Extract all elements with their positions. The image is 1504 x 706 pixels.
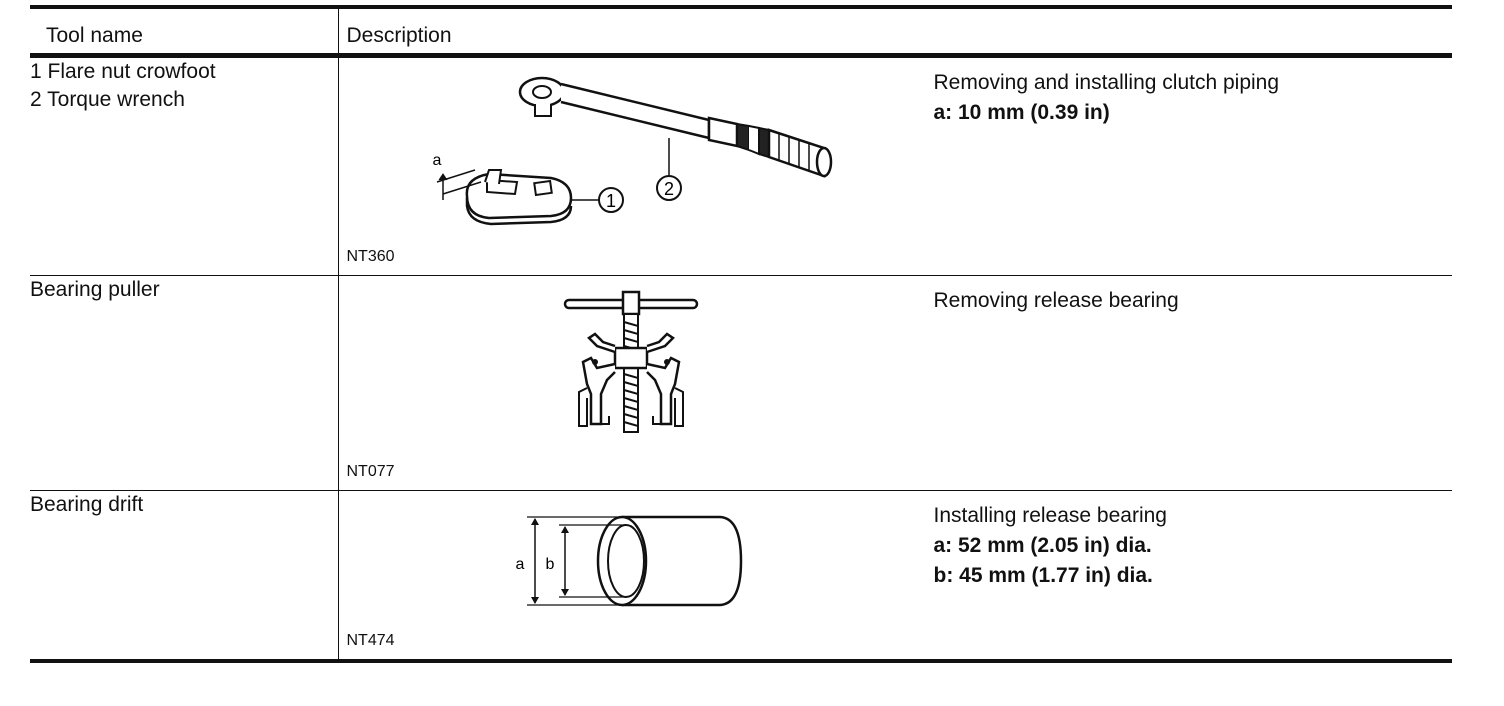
tool-name: 2 Torque wrench: [30, 87, 185, 111]
dim-b-label: b: [545, 556, 554, 573]
tool-purpose: Installing release bearing a: 52 mm (2.0…: [934, 501, 1167, 591]
description-cell: NT077 Removing release bearing: [337, 275, 1452, 491]
wrench-ring-gap: [748, 124, 760, 155]
purpose-text: Installing release bearing: [933, 503, 1167, 527]
header-tool-name: Tool name: [30, 5, 338, 58]
puller-right-jaw-outer: [673, 386, 684, 427]
wrench-drive: [531, 84, 552, 99]
table-row: 1 Flare nut crowfoot 2 Torque wrench: [30, 55, 1452, 276]
description-cell: 2 a: [337, 55, 1452, 276]
bearing-puller-illustration: [563, 290, 698, 433]
callout-1-circle: [597, 186, 624, 213]
tool-name-cell: Bearing puller: [30, 275, 338, 491]
callout-2-circle: [655, 174, 682, 201]
puller-left-arm-top: [586, 331, 615, 353]
dim-a-label: a: [432, 152, 441, 169]
wrench-ring: [757, 126, 770, 158]
tool-name: 1 Flare nut crowfoot: [30, 59, 216, 83]
table-header-row: Tool name Description: [30, 5, 1452, 58]
dim-a-arrow-head: [438, 172, 447, 180]
puller-right-pivot: [663, 358, 670, 365]
figure-code: NT077: [346, 462, 395, 480]
wrench-shaft: [560, 82, 710, 140]
drift-body: [621, 515, 742, 606]
header-description: Description: [337, 5, 1452, 58]
figure-code: NT474: [346, 631, 395, 649]
tool-name-cell: 1 Flare nut crowfoot 2 Torque wrench: [30, 55, 338, 276]
tool-name: Bearing drift: [30, 492, 144, 516]
figure-code: NT360: [346, 247, 395, 265]
dim-b-arrow-top: [560, 525, 569, 533]
wrench-square-drive: [533, 103, 552, 117]
spec-line: b: 45 mm (1.77 in) dia.: [933, 563, 1153, 587]
spec-line: a: 10 mm (0.39 in): [933, 100, 1110, 124]
dim-a-arrow-bottom: [530, 596, 539, 604]
puller-left-hook: [600, 415, 610, 425]
puller-right-arm-top: [646, 331, 675, 353]
puller-right-hook: [651, 415, 661, 425]
puller-screw: [622, 312, 639, 433]
tool-name: Bearing puller: [30, 277, 160, 301]
callout-1-label: 1: [605, 191, 615, 211]
drift-inner-bore: [606, 523, 645, 598]
description-cell: a b NT474 Installing release bearing: [337, 490, 1452, 663]
table-row: Bearing drift: [30, 490, 1452, 663]
dim-b-arrow-bottom: [560, 588, 569, 596]
puller-left-pivot: [591, 358, 598, 365]
wrench-end-cap: [815, 146, 832, 177]
crowfoot-thickness: [465, 197, 572, 225]
purpose-text: Removing and installing clutch piping: [933, 70, 1280, 94]
wrench-collar: [707, 115, 738, 148]
wrench-ring: [735, 122, 750, 151]
puller-left-jaw-outer: [577, 386, 588, 427]
dim-a-label: a: [515, 556, 524, 573]
puller-yoke: [613, 346, 648, 369]
spec-line: a: 52 mm (2.05 in) dia.: [933, 533, 1152, 557]
crowfoot-opening: [483, 168, 502, 184]
tool-purpose: Removing release bearing: [934, 286, 1179, 316]
dim-a-arrow-top: [530, 517, 539, 525]
tool-purpose: Removing and installing clutch piping a:…: [934, 68, 1280, 128]
tool-name-cell: Bearing drift: [30, 490, 338, 663]
crowfoot-jaw: [485, 178, 518, 195]
dim-a-line-2: [442, 180, 481, 195]
special-service-tools-table: Tool name Description 1 Flare nut crowfo…: [30, 5, 1452, 663]
callout-2-label: 2: [663, 179, 673, 199]
crowfoot-body: [465, 172, 572, 219]
purpose-text: Removing release bearing: [933, 288, 1179, 312]
wrench-grip: [767, 127, 825, 178]
crowfoot-square-hole: [532, 179, 553, 196]
bearing-drift-illustration: a b: [515, 515, 742, 606]
torque-wrench-crowfoot-illustration: 2 a: [432, 76, 832, 225]
table-row: Bearing puller: [30, 275, 1452, 491]
puller-handle-block: [621, 290, 640, 315]
